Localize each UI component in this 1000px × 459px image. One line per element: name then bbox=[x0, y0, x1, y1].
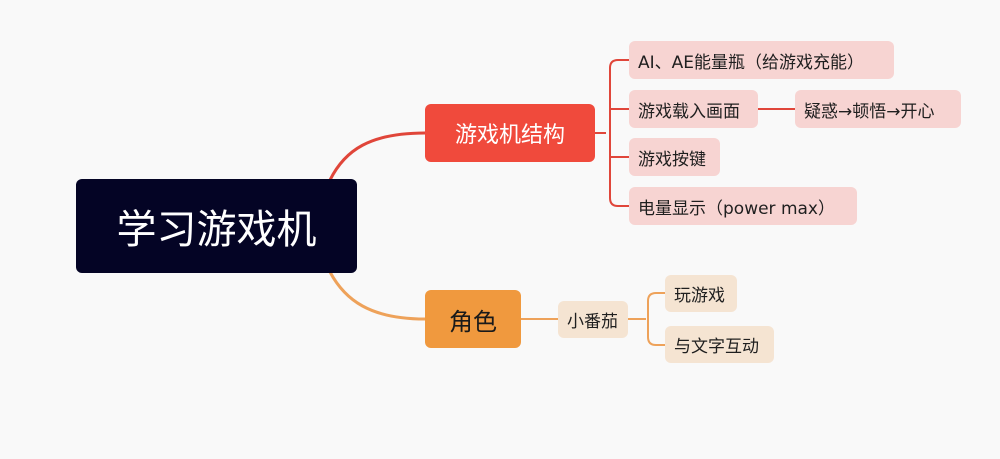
leaf-game-buttons-label: 游戏按键 bbox=[638, 149, 706, 170]
leaf-game-buttons[interactable]: 游戏按键 bbox=[629, 138, 720, 176]
leaf-text-interaction-label: 与文字互动 bbox=[674, 337, 759, 357]
leaf-loading-screen[interactable]: 游戏载入画面 bbox=[629, 90, 758, 128]
leaf-little-tomato[interactable]: 小番茄 bbox=[558, 301, 628, 338]
leaf-play-game-label: 玩游戏 bbox=[674, 286, 725, 306]
leaf-loading-screen-label: 游戏载入画面 bbox=[638, 101, 740, 122]
leaf-little-tomato-label: 小番茄 bbox=[567, 312, 618, 332]
leaf-power-display[interactable]: 电量显示（power max） bbox=[629, 187, 857, 225]
leaf-energy-bottle[interactable]: AI、AE能量瓶（给游戏充能） bbox=[629, 41, 894, 79]
leaf-energy-bottle-label: AI、AE能量瓶（给游戏充能） bbox=[638, 52, 865, 73]
leaf-play-game[interactable]: 玩游戏 bbox=[665, 275, 737, 312]
leaf-loading-reaction-label: 疑惑→顿悟→开心 bbox=[804, 101, 935, 122]
leaf-loading-reaction[interactable]: 疑惑→顿悟→开心 bbox=[795, 90, 961, 128]
branch-role-label: 角色 bbox=[449, 307, 497, 336]
connector-root-to-role bbox=[328, 271, 426, 321]
branch-game-structure[interactable]: 游戏机结构 bbox=[425, 104, 595, 162]
branch-game-structure-label: 游戏机结构 bbox=[454, 123, 565, 148]
connector-structure-bracket bbox=[595, 59, 629, 207]
connector-tomato-bracket bbox=[628, 292, 665, 346]
connector-root-to-structure bbox=[328, 131, 426, 181]
leaf-power-display-label: 电量显示（power max） bbox=[638, 198, 835, 219]
leaf-text-interaction[interactable]: 与文字互动 bbox=[665, 326, 774, 363]
root-label: 学习游戏机 bbox=[116, 207, 317, 253]
root-node[interactable]: 学习游戏机 bbox=[76, 179, 357, 273]
branch-role[interactable]: 角色 bbox=[425, 290, 521, 348]
